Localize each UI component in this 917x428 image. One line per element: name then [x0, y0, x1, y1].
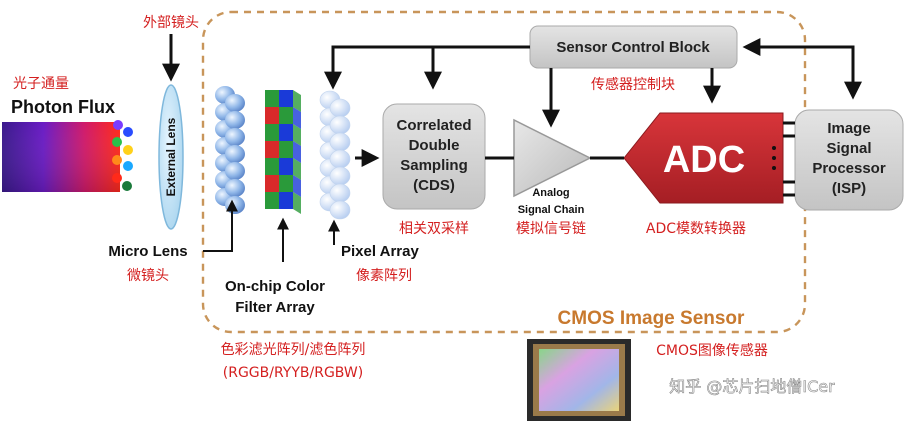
pixel-cell: [329, 183, 351, 203]
cds-cn-label: 相关双采样: [399, 221, 469, 237]
pixel-array-cn-label: 像素阵列: [356, 268, 412, 284]
cmos-title: CMOS Image Sensor: [558, 308, 745, 329]
pixel-array-label: Pixel Array: [341, 243, 419, 260]
adc-label: ADC: [663, 139, 745, 181]
color-filter-cell: [279, 141, 293, 158]
isp-box: [794, 109, 904, 211]
micro-lens-cell: [225, 162, 245, 180]
pixel-cell: [329, 98, 351, 118]
cds-label-line1: Correlated: [396, 117, 471, 134]
color-filter-cell: [265, 141, 279, 158]
scb-label: Sensor Control Block: [556, 39, 710, 56]
color-filter-cell: [279, 175, 293, 192]
cds-label-line3: Sampling: [400, 157, 468, 174]
adc-isp-bus: [783, 121, 795, 197]
adc-cn-label: ADC模数转换器: [646, 220, 746, 237]
pixel-cell: [329, 166, 351, 186]
color-filter-side: [293, 158, 301, 180]
color-filter-cell: [279, 192, 293, 209]
color-filter-side: [293, 124, 301, 146]
watermark: 知乎 @芯片扫地僧ICer: [669, 377, 835, 396]
pixel-cell: [329, 149, 351, 169]
scb-cn-label: 传感器控制块: [591, 76, 675, 93]
micro-lens-cn-label: 微镜头: [127, 268, 169, 284]
isp-label-line1: Image: [827, 120, 870, 137]
color-filter-cell: [279, 124, 293, 141]
color-filter-cell: [265, 124, 279, 141]
pixel-cell: [329, 200, 351, 220]
pixel-array: [319, 90, 351, 220]
isp-label-line2: Signal: [826, 140, 871, 157]
pixel-cell: [329, 115, 351, 135]
cfa-label-line1: On-chip Color: [225, 278, 325, 295]
external-lens: [158, 84, 184, 230]
adc-block: [623, 112, 784, 204]
micro-lens-cell: [225, 128, 245, 146]
cfa-cn-label: 色彩滤光阵列/滤色阵列: [221, 341, 366, 358]
cmos-cn-label: CMOS图像传感器: [656, 342, 768, 359]
color-filter-side: [293, 141, 301, 163]
cmos-chip-photo: [527, 339, 631, 421]
color-filter-side: [293, 192, 301, 214]
external-lens-cn-label: 外部镜头: [143, 15, 199, 31]
isp-label-line4: (ISP): [832, 180, 866, 197]
micro-lens-label: Micro Lens: [108, 243, 187, 260]
color-filter-side: [293, 90, 301, 112]
color-filter-cell: [265, 158, 279, 175]
micro-lens-cell: [225, 179, 245, 197]
bus-ellipsis: [772, 146, 776, 170]
color-filter-cell: [265, 90, 279, 107]
cds-label-line2: Double: [409, 137, 460, 154]
cfa-label-line2: Filter Array: [235, 299, 315, 316]
color-filter-side: [293, 175, 301, 197]
color-filter-cell: [279, 107, 293, 124]
micro-lens-cell: [225, 111, 245, 129]
signal-connectors: [162, 34, 862, 262]
color-filter-cell: [279, 158, 293, 175]
micro-lens-cell: [225, 196, 245, 214]
color-filter-cell: [265, 192, 279, 209]
analog-amplifier-shape: [513, 118, 592, 198]
photon-dots: [112, 120, 133, 191]
isp-label-line3: Processor: [812, 160, 886, 177]
cds-label-line4: (CDS): [413, 177, 455, 194]
micro-lens-cell: [225, 145, 245, 163]
micro-lens-cell: [225, 94, 245, 112]
color-filter-cell: [265, 175, 279, 192]
photon-flux-label: Photon Flux: [11, 97, 115, 117]
pixel-cell: [329, 132, 351, 152]
color-filter-array: [265, 90, 301, 214]
analog-cn-label: 模拟信号链: [516, 221, 586, 237]
external-lens-label: External Lens: [164, 117, 178, 196]
analog-label-line2: Signal Chain: [518, 204, 585, 216]
color-filter-side: [293, 107, 301, 129]
photon-flux-cn-label: 光子通量: [13, 76, 69, 92]
analog-label-line1: Analog: [532, 187, 569, 199]
micro-lens-array: [215, 86, 245, 214]
color-filter-cell: [279, 90, 293, 107]
cfa-patterns-label: (RGGB/RYYB/RGBW): [223, 365, 363, 381]
color-filter-cell: [265, 107, 279, 124]
